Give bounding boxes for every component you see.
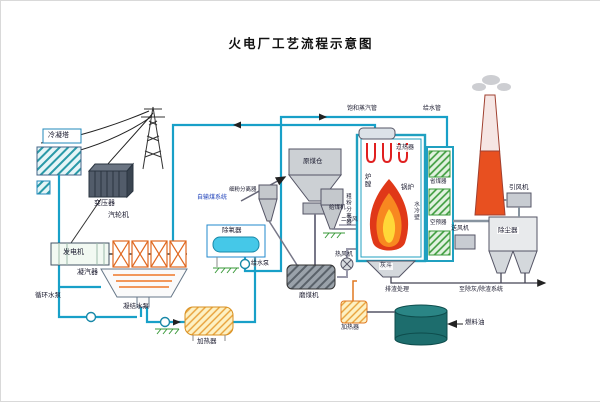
furnace-label: 炉膛	[363, 173, 372, 188]
chimney-unit	[472, 75, 511, 216]
cooling-tower-unit	[36, 128, 82, 195]
ash-hopper-label: 灰斗	[379, 262, 394, 270]
superheater-tubes	[366, 143, 408, 164]
feed-pump-label: 给水泵	[251, 260, 270, 267]
dust-collector-label: 除尘器	[497, 226, 519, 235]
deaerator-unit	[206, 224, 266, 267]
ash-removal-system-label: 至除灰/除渣系统	[459, 286, 504, 293]
coal-mill-body	[286, 264, 336, 290]
coal-mill-label: 磨煤机	[299, 291, 319, 299]
fd-fan-box	[454, 234, 476, 250]
transformer-3d	[87, 162, 135, 199]
raw-coal-bunker-label: 原煤仓	[303, 157, 323, 165]
water-pipes	[57, 115, 449, 324]
lp-heater-label: 加热器	[197, 337, 217, 345]
condenser-label: 凝汽器	[77, 268, 98, 276]
backpass-unit	[426, 146, 454, 262]
fine-separator-label: 细粉分离器	[229, 187, 257, 193]
economizer-label: 省煤器	[429, 179, 448, 186]
water-wall-label: 水冷壁	[412, 201, 421, 221]
hot-air-fan-unit	[337, 248, 427, 278]
secondary-air-label: 二次风	[341, 217, 358, 223]
boiler-unit	[355, 127, 427, 263]
transformer-label: 变压器	[94, 199, 115, 207]
turbine-units	[112, 240, 187, 268]
superheater-label: 过热器	[395, 144, 416, 152]
condensate-pump-label: 凝结水泵	[123, 302, 149, 310]
coarse-separator-label: 粗粉分离器	[345, 193, 352, 226]
oil-heater-label: 加热器	[341, 324, 360, 331]
coal-feeder-label: 给煤机	[329, 205, 346, 211]
circulating-pump-label: 循环水泵	[35, 291, 61, 299]
coarse-separator-unit	[320, 188, 357, 230]
coal-bunker-unit	[287, 148, 343, 265]
oil-heater-unit	[340, 280, 395, 324]
generator-label: 发电机	[63, 248, 84, 256]
fuel-oil-arrow	[447, 320, 457, 328]
fine-separator-unit	[258, 184, 298, 266]
id-fan-unit	[500, 192, 532, 217]
feed-water-pipe-label: 给水管	[423, 105, 442, 112]
saturated-steam-pipe-label: 饱和蒸汽管	[347, 105, 378, 112]
page-title: 火电厂工艺流程示意图	[228, 36, 374, 51]
boiler-label: 锅炉	[400, 183, 415, 192]
condenser-unit	[100, 268, 188, 308]
flow-arrows	[173, 113, 327, 326]
fuel-oil-tank	[394, 304, 448, 346]
hot-air-fan-label: 热风机	[335, 251, 354, 258]
ground-symbols	[155, 232, 345, 335]
generator-cable	[70, 198, 102, 244]
fd-fan-label: 送风机	[451, 225, 470, 232]
air-preheater-label: 空预器	[429, 220, 448, 227]
transmission-tower-icon	[141, 106, 165, 170]
fuel-oil-label: 燃料油	[465, 318, 485, 326]
lp-heater-tank	[184, 306, 234, 341]
cooling-tower-label: 冷凝塔	[48, 131, 69, 139]
pump-symbols	[85, 258, 251, 328]
furnace-flame	[369, 179, 409, 251]
turbine-label: 汽轮机	[108, 211, 129, 219]
deaerator-label: 除氧器	[222, 226, 242, 234]
slag-handling-label: 排渣处理	[385, 286, 410, 293]
coal-supply-label: 自输煤系统	[197, 194, 228, 201]
id-fan-label: 引风机	[509, 183, 529, 191]
